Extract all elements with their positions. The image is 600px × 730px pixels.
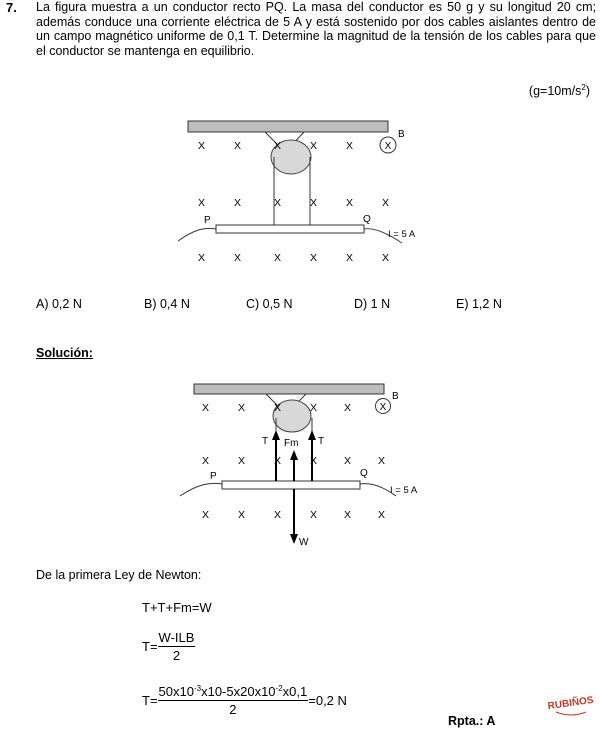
wire-out <box>363 228 403 244</box>
x-mark: X <box>378 455 385 467</box>
x-mark: X <box>234 252 241 264</box>
option-a[interactable]: A) 0,2 N <box>36 297 82 311</box>
rubinos-logo: RUBIÑOS <box>547 693 595 716</box>
x-mark: X <box>202 509 209 521</box>
label-w: W <box>299 537 309 548</box>
label-q: Q <box>360 468 368 479</box>
ceiling-bar <box>193 383 385 395</box>
gravity-value: (g=10m/s2) <box>528 83 590 98</box>
label-fm: Fm <box>284 438 298 449</box>
b-field-symbol <box>379 136 397 154</box>
pulley <box>272 399 312 433</box>
x-mark: X <box>344 509 351 521</box>
ceiling-bar <box>187 120 389 133</box>
question-text: La figura muestra a un conductor recto P… <box>36 0 596 58</box>
conductor-pq <box>215 224 365 234</box>
label-b: B <box>398 129 405 140</box>
b-field-x: X <box>385 141 392 152</box>
option-e[interactable]: E) 1,2 N <box>456 297 502 311</box>
x-mark: X <box>310 455 317 467</box>
x-mark: X <box>346 140 353 152</box>
x-mark: X <box>310 197 317 209</box>
x-mark: X <box>198 252 205 264</box>
wire-in <box>177 227 217 242</box>
label-p: P <box>210 471 217 482</box>
x-mark: X <box>202 455 209 467</box>
option-b[interactable]: B) 0,4 N <box>144 297 190 311</box>
x-mark: X <box>378 509 385 521</box>
problem-figure: X B P Q I = 5 A X X X X X X X X X X X X … <box>177 120 416 264</box>
equation-1: T+T+Fm=W <box>142 600 212 615</box>
b-field-symbol <box>375 398 391 414</box>
label-t-left: T <box>262 436 268 447</box>
x-mark: X <box>274 252 281 264</box>
x-mark: X <box>310 509 317 521</box>
label-p: P <box>204 215 211 226</box>
x-mark: X <box>202 402 209 414</box>
option-d[interactable]: D) 1 N <box>354 297 391 311</box>
question-number: 7. <box>6 0 17 15</box>
x-mark: X <box>234 197 241 209</box>
x-mark: X <box>198 197 205 209</box>
b-field-x: X <box>380 402 387 413</box>
x-mark: X <box>344 402 351 414</box>
x-mark: X <box>382 197 389 209</box>
label-current: I = 5 A <box>388 229 416 240</box>
x-mark: X <box>274 140 281 152</box>
wire-out <box>359 483 397 497</box>
equation-3: T= 50x10-3x10-5x20x10-2x0,1 2 =0,2 N <box>142 684 347 717</box>
answer-label: Rpta.: A <box>448 714 496 728</box>
x-mark: X <box>238 509 245 521</box>
newton-law-text: De la primera Ley de Newton: <box>36 568 202 582</box>
x-mark: X <box>382 252 389 264</box>
x-mark: X <box>344 455 351 467</box>
label-current: I = 5 A <box>390 485 418 496</box>
x-mark: X <box>274 402 281 414</box>
x-mark: X <box>198 140 205 152</box>
x-mark: X <box>346 252 353 264</box>
x-mark: X <box>234 140 241 152</box>
option-c[interactable]: C) 0,5 N <box>246 297 293 311</box>
x-mark: X <box>274 509 281 521</box>
pulley <box>270 139 312 175</box>
x-mark: X <box>274 455 281 467</box>
field-x-marks: X X X X X X X X X X X X X X X X X <box>202 402 385 521</box>
x-mark: X <box>346 197 353 209</box>
x-mark: X <box>310 252 317 264</box>
x-mark: X <box>274 197 281 209</box>
solution-figure: X B P Q I = 5 A T T Fm W X X X X X X X X… <box>179 383 418 548</box>
solution-heading: Solución: <box>36 346 93 360</box>
x-mark: X <box>310 402 317 414</box>
x-mark: X <box>238 402 245 414</box>
conductor-pq <box>221 480 361 490</box>
svg-text:RUBIÑOS: RUBIÑOS <box>547 693 595 712</box>
label-q: Q <box>363 214 371 225</box>
label-b: B <box>392 391 399 402</box>
x-mark: X <box>238 455 245 467</box>
label-t-right: T <box>318 436 324 447</box>
field-x-marks: X X X X X X X X X X X X X X X X X <box>198 140 389 264</box>
wire-in <box>179 482 223 497</box>
x-mark: X <box>310 140 317 152</box>
